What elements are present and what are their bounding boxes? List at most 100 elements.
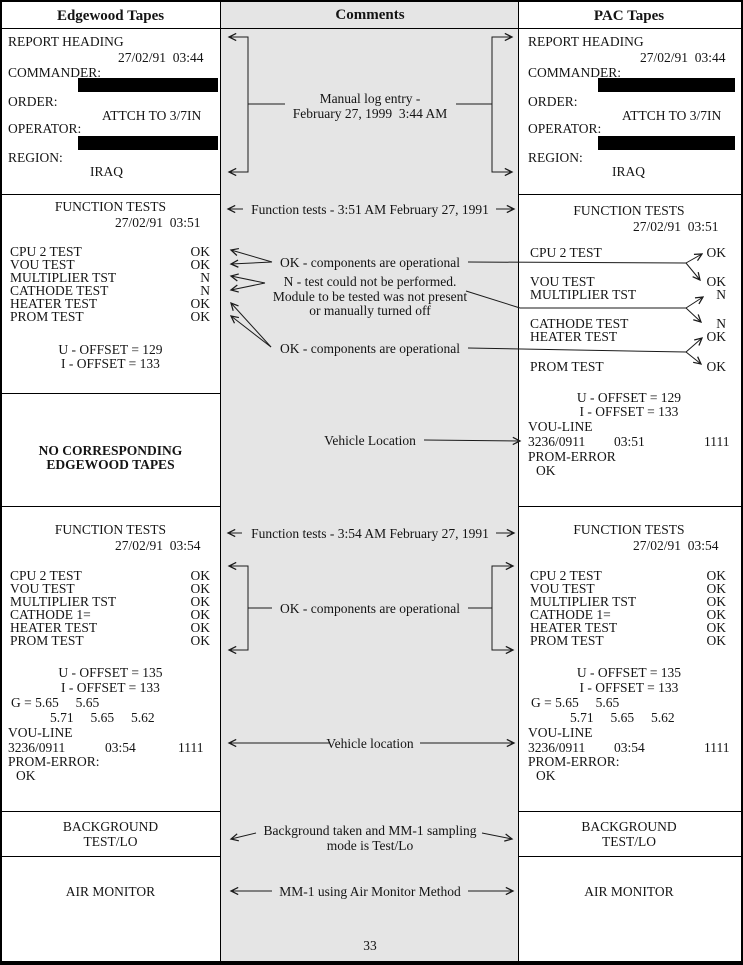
pac-operator-label: OPERATOR: bbox=[528, 121, 602, 136]
edgewood-ft354-datetime: 27/02/91 03:54 bbox=[115, 538, 201, 553]
comment-vehicle-location-2: Vehicle location bbox=[326, 736, 414, 751]
test-name: HEATER TEST bbox=[530, 329, 618, 344]
test-result: OK bbox=[706, 245, 727, 260]
pac-ft354-row-4: HEATER TEST OK bbox=[530, 620, 726, 636]
comment-ok-2: OK - components are operational bbox=[280, 341, 460, 356]
test-result: N bbox=[716, 287, 726, 302]
pac-ft354-row-2: MULTIPLIER TST OK bbox=[530, 594, 726, 610]
edgewood-ft354-g1: G = 5.65 5.65 bbox=[11, 695, 100, 710]
test-result: OK bbox=[706, 594, 727, 609]
pac-order-value: ATTCH TO 3/7IN bbox=[622, 108, 722, 123]
pac-ft351-row-5: PROM TEST OK bbox=[530, 359, 726, 375]
edgewood-operator-redaction bbox=[78, 136, 218, 150]
edgewood-commander-label: COMMANDER: bbox=[8, 65, 102, 80]
test-name: CPU 2 TEST bbox=[530, 568, 602, 583]
pac-ft354-line-code: 1111 bbox=[704, 740, 730, 755]
pac-ft351-datetime: 27/02/91 03:51 bbox=[633, 219, 719, 234]
test-name: PROM TEST bbox=[10, 309, 84, 324]
pac-column-title: PAC Tapes bbox=[593, 8, 665, 24]
test-name: PROM TEST bbox=[10, 633, 84, 648]
edgewood-ft351-row-5: PROM TEST OK bbox=[10, 309, 210, 325]
test-name: HEATER TEST bbox=[10, 620, 98, 635]
edgewood-ft354-row-3: CATHODE 1=OK bbox=[10, 607, 210, 623]
pac-commander-redaction bbox=[598, 78, 735, 92]
edgewood-region-label: REGION: bbox=[8, 150, 63, 165]
pac-report-datetime: 27/02/91 03:44 bbox=[640, 50, 726, 65]
comment-background-line2: mode is Test/Lo bbox=[326, 838, 414, 853]
test-result: OK bbox=[190, 309, 211, 324]
pac-commander-label: COMMANDER: bbox=[528, 65, 622, 80]
test-name: CPU 2 TEST bbox=[10, 244, 82, 259]
left-section-line-1 bbox=[2, 194, 220, 195]
pac-ft351-u-offset: U - OFFSET = 129 bbox=[576, 390, 682, 405]
test-name: VOU TEST bbox=[10, 581, 75, 596]
edgewood-ft351-u-offset: U - OFFSET = 129 bbox=[58, 342, 163, 357]
test-result: N bbox=[200, 283, 210, 298]
pac-ft354-line-id: 3236/0911 bbox=[528, 740, 586, 755]
no-corresponding-line2: EDGEWOOD TAPES bbox=[46, 457, 175, 472]
comment-ok-3: OK - components are operational bbox=[280, 601, 460, 616]
test-name: MULTIPLIER TST bbox=[10, 594, 117, 609]
pac-region-label: REGION: bbox=[528, 150, 583, 165]
pac-ft354-line-time: 03:54 bbox=[614, 740, 645, 755]
test-result: OK bbox=[706, 274, 727, 289]
comment-manual-log-line2: February 27, 1999 3:44 AM bbox=[292, 106, 448, 121]
edgewood-ft351-title: FUNCTION TESTS bbox=[54, 199, 167, 214]
test-result: N bbox=[200, 270, 210, 285]
test-result: OK bbox=[706, 620, 727, 635]
pac-report-heading: REPORT HEADING bbox=[528, 34, 644, 49]
edgewood-ft351-datetime: 27/02/91 03:51 bbox=[115, 215, 201, 230]
left-section-line-4 bbox=[2, 811, 220, 812]
edgewood-ft354-line-time: 03:54 bbox=[105, 740, 136, 755]
edgewood-background-line2: TEST/LO bbox=[83, 834, 138, 849]
edgewood-ft354-prom-value: OK bbox=[16, 768, 36, 783]
comment-function-tests-354: Function tests - 3:54 AM February 27, 19… bbox=[251, 526, 489, 541]
right-section-line-1 bbox=[519, 194, 741, 195]
right-section-line-3 bbox=[519, 811, 741, 812]
test-name: CATHODE 1= bbox=[10, 607, 91, 622]
test-result: N bbox=[716, 316, 726, 331]
test-name: CPU 2 TEST bbox=[10, 568, 82, 583]
comments-column-title: Comments bbox=[335, 7, 405, 23]
pac-background-line1: BACKGROUND bbox=[581, 819, 677, 834]
pac-ft351-i-offset: I - OFFSET = 133 bbox=[579, 404, 679, 419]
left-section-line-2 bbox=[2, 393, 220, 394]
pac-ft354-prom-value: OK bbox=[536, 768, 556, 783]
edgewood-report-datetime: 27/02/91 03:44 bbox=[118, 50, 204, 65]
no-corresponding-line1: NO CORRESPONDING bbox=[38, 443, 183, 458]
pac-ft354-g2: 5.71 5.65 5.62 bbox=[570, 710, 675, 725]
pac-ft351-vou-line: VOU-LINE bbox=[528, 419, 593, 434]
test-name: HEATER TEST bbox=[530, 620, 618, 635]
test-name: MULTIPLIER TST bbox=[530, 594, 637, 609]
test-result: OK bbox=[190, 594, 211, 609]
pac-ft354-row-0: CPU 2 TEST OK bbox=[530, 568, 726, 584]
edgewood-order-value: ATTCH TO 3/7IN bbox=[102, 108, 202, 123]
test-name: PROM TEST bbox=[530, 359, 604, 374]
test-result: OK bbox=[190, 296, 211, 311]
left-section-line-5 bbox=[2, 856, 220, 857]
edgewood-background-line1: BACKGROUND bbox=[62, 819, 159, 834]
pac-background-line2: TEST/LO bbox=[602, 834, 656, 849]
edgewood-ft354-line-id: 3236/0911 bbox=[8, 740, 66, 755]
test-result: OK bbox=[706, 581, 727, 596]
pac-operator-redaction bbox=[598, 136, 735, 150]
test-result: OK bbox=[706, 359, 727, 374]
pac-ft351-line-time: 03:51 bbox=[614, 434, 645, 449]
edgewood-ft354-vou-line: VOU-LINE bbox=[8, 725, 73, 740]
pac-ft354-row-3: CATHODE 1=OK bbox=[530, 607, 726, 623]
test-result: OK bbox=[706, 568, 727, 583]
pac-ft354-vou-line: VOU-LINE bbox=[528, 725, 593, 740]
pac-ft354-datetime: 27/02/91 03:54 bbox=[633, 538, 719, 553]
pac-ft354-u-offset: U - OFFSET = 135 bbox=[576, 665, 682, 680]
edgewood-ft354-row-2: MULTIPLIER TST OK bbox=[10, 594, 210, 610]
edgewood-ft354-line-code: 1111 bbox=[178, 740, 204, 755]
